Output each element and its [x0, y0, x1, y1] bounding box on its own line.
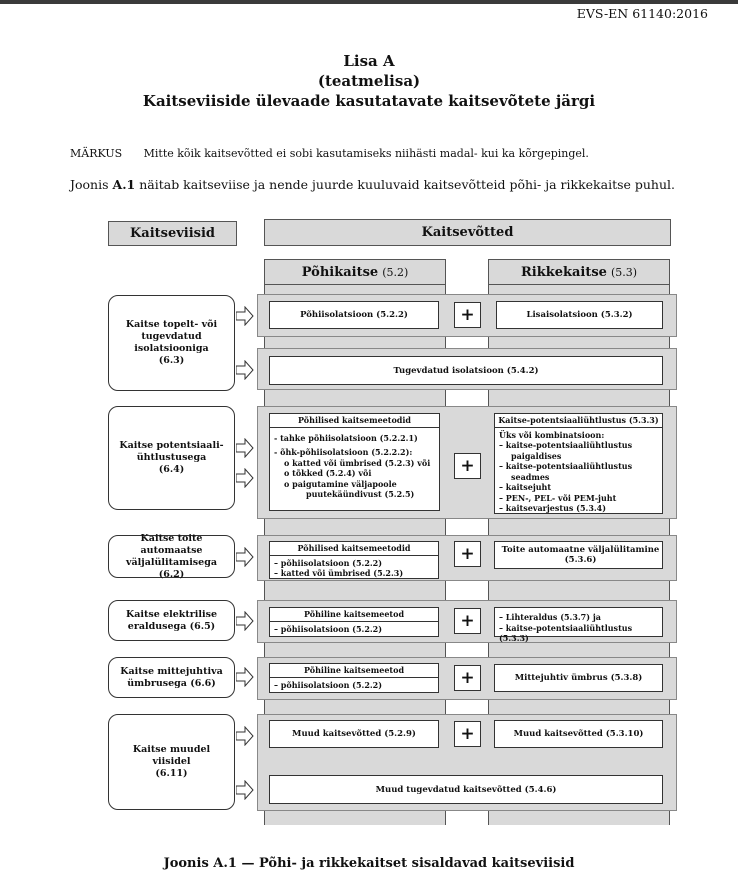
list-head: Kaitse-potentsiaaliühtlustus (5.3.3) — [495, 415, 662, 428]
list-item: Üks või kombinatsioon: — [499, 429, 605, 440]
arrow-icon — [236, 360, 254, 380]
note-text: Mitte kõik kaitsevõtted ei sobi kasutami… — [143, 147, 589, 160]
figure-caption: Joonis A.1 — Põhi- ja rikkekaitset sisal… — [163, 856, 575, 871]
arrow-icon — [236, 780, 254, 800]
basic-muud-kaitsevotted: Muud kaitsevõtted (5.2.9) — [269, 720, 439, 748]
header-kaitsevotted: Kaitsevõtted — [264, 219, 671, 246]
basic-pohiisolatsioon: Põhiisolatsioon (5.2.2) — [269, 301, 439, 329]
full-muud-tugevdatud-kaitsevotted: Muud tugevdatud kaitsevõtted (5.4.6) — [269, 775, 663, 804]
list-item: – katted või ümbrised (5.2.3) — [274, 568, 404, 578]
list-item: o paigutamine väljapoole — [284, 478, 397, 489]
list-item: – kaitsejuht — [499, 482, 552, 492]
list-head: Põhiline kaitsemeetod — [270, 609, 438, 622]
list-item: – kaitse-potentsiaaliühtlustus — [499, 440, 633, 450]
rikkekaitse-ref: (5.3) — [610, 265, 638, 279]
arrow-icon — [236, 726, 254, 746]
annex-heading: Kaitseviiside ülevaade kasutatavate kait… — [142, 92, 596, 110]
plus-sign: + — [454, 541, 481, 567]
plus-sign: + — [454, 302, 481, 328]
list-item: – PEN-, PEL- või PEM-juht — [499, 492, 617, 503]
header-rikkekaitse: Rikkekaitse(5.3) — [488, 259, 670, 285]
arrow-icon — [236, 468, 254, 488]
plus-sign: + — [454, 721, 481, 747]
figure-ref: A.1 — [112, 177, 136, 192]
list-item: – kaitsevarjestus (5.3.4) — [499, 503, 607, 513]
fault-lisaisolatsioon: Lisaisolatsioon (5.3.2) — [496, 301, 663, 329]
list-item: – Lihteraldus (5.3.7) ja — [499, 612, 601, 622]
basic-pohiline-kaitsemeetod-r4: Põhiline kaitsemeetod – põhiisolatsioon … — [269, 607, 439, 637]
arrow-icon — [236, 306, 254, 326]
intro-pre: Joonis — [70, 177, 113, 192]
fault-muud-kaitsevotted: Muud kaitsevõtted (5.3.10) — [494, 720, 663, 748]
list-item: - tahke põhiisolatsioon (5.2.2.1) — [274, 432, 418, 443]
plus-sign: + — [454, 453, 481, 479]
category-potentsiaaliuhtlustus: Kaitse potentsiaali-ühtlustusega(6.4) — [108, 406, 235, 510]
intro-paragraph: Joonis A.1 näitab kaitseviise ja nende j… — [70, 177, 675, 192]
arrow-icon — [236, 438, 254, 458]
annex-type: (teatmelisa) — [317, 72, 421, 90]
list-head: Põhiline kaitsemeetod — [270, 665, 438, 678]
intro-post: näitab kaitseviise ja nende juurde kuulu… — [135, 177, 676, 192]
list-item: o tõkked (5.2.4) või — [284, 468, 372, 478]
list-item: o katted või ümbrised (5.2.3) või — [284, 457, 431, 468]
fault-mittejuhtiv-umbrus: Mittejuhtiv ümbrus (5.3.8) — [494, 664, 663, 692]
list-head: Põhilised kaitsemeetodid — [270, 543, 438, 556]
list-item: – põhiisolatsioon (5.2.2) — [274, 679, 383, 690]
list-item: – kaitse-potentsiaaliühtlustus (5.3.3) — [499, 622, 633, 644]
header-kaitseviisid: Kaitseviisid — [108, 221, 237, 246]
list-item: - õhk-põhiisolatsioon (5.2.2.2): — [274, 447, 413, 457]
header-kaitsevotted-label: Kaitsevõtted — [421, 225, 514, 240]
arrow-icon — [236, 547, 254, 567]
pohikaitse-label: Põhikaitse — [301, 264, 379, 280]
basic-pohiline-kaitsemeetod-r5: Põhiline kaitsemeetod – põhiisolatsioon … — [269, 663, 439, 693]
arrow-icon — [236, 611, 254, 631]
plus-sign: + — [454, 665, 481, 691]
list-item: puutekäündivust (5.2.5) — [306, 489, 415, 499]
page-top-border — [0, 0, 738, 4]
list-item: – kaitse-potentsiaaliühtlustus — [499, 461, 633, 471]
plus-sign: + — [454, 608, 481, 634]
list-item: seadmes — [511, 471, 550, 482]
list-item: – põhiisolatsioon (5.2.2) — [274, 623, 383, 634]
header-pohikaitse: Põhikaitse(5.2) — [264, 259, 446, 285]
fault-lihteraldus: – Lihteraldus (5.3.7) ja – kaitse-potent… — [494, 607, 663, 643]
basic-pohilised-kaitsemeetodid: Põhilised kaitsemeetodid - tahke põhiiso… — [269, 413, 440, 511]
note: MÄRKUS Mitte kõik kaitsevõtted ei sobi k… — [70, 147, 589, 160]
full-tugevdatud-isolatsioon: Tugevdatud isolatsioon (5.4.2) — [269, 356, 663, 385]
header-kaitseviisid-label: Kaitseviisid — [129, 226, 216, 241]
annex-title: Lisa A — [343, 52, 395, 70]
basic-pohilised-kaitsemeetodid-r3: Põhilised kaitsemeetodid – põhiisolatsio… — [269, 541, 439, 579]
arrow-icon — [236, 667, 254, 687]
document-id: EVS-EN 61140:2016 — [576, 6, 708, 21]
fault-kaitse-potentsiaaliuhtlustus: Kaitse-potentsiaaliühtlustus (5.3.3) Üks… — [494, 413, 663, 514]
category-muud-viisid: Kaitse muudel viisidel(6.11) — [108, 714, 235, 810]
note-label: MÄRKUS — [70, 147, 123, 160]
pohikaitse-ref: (5.2) — [382, 265, 409, 279]
fault-automaatne-valjalulitamine: Toite automaatne väljalülitamine (5.3.6) — [494, 541, 663, 569]
list-item: paigaldises — [511, 450, 562, 461]
rikkekaitse-label: Rikkekaitse — [520, 264, 607, 280]
list-item: – põhiisolatsioon (5.2.2) — [274, 557, 383, 568]
list-head: Põhilised kaitsemeetodid — [270, 415, 439, 428]
